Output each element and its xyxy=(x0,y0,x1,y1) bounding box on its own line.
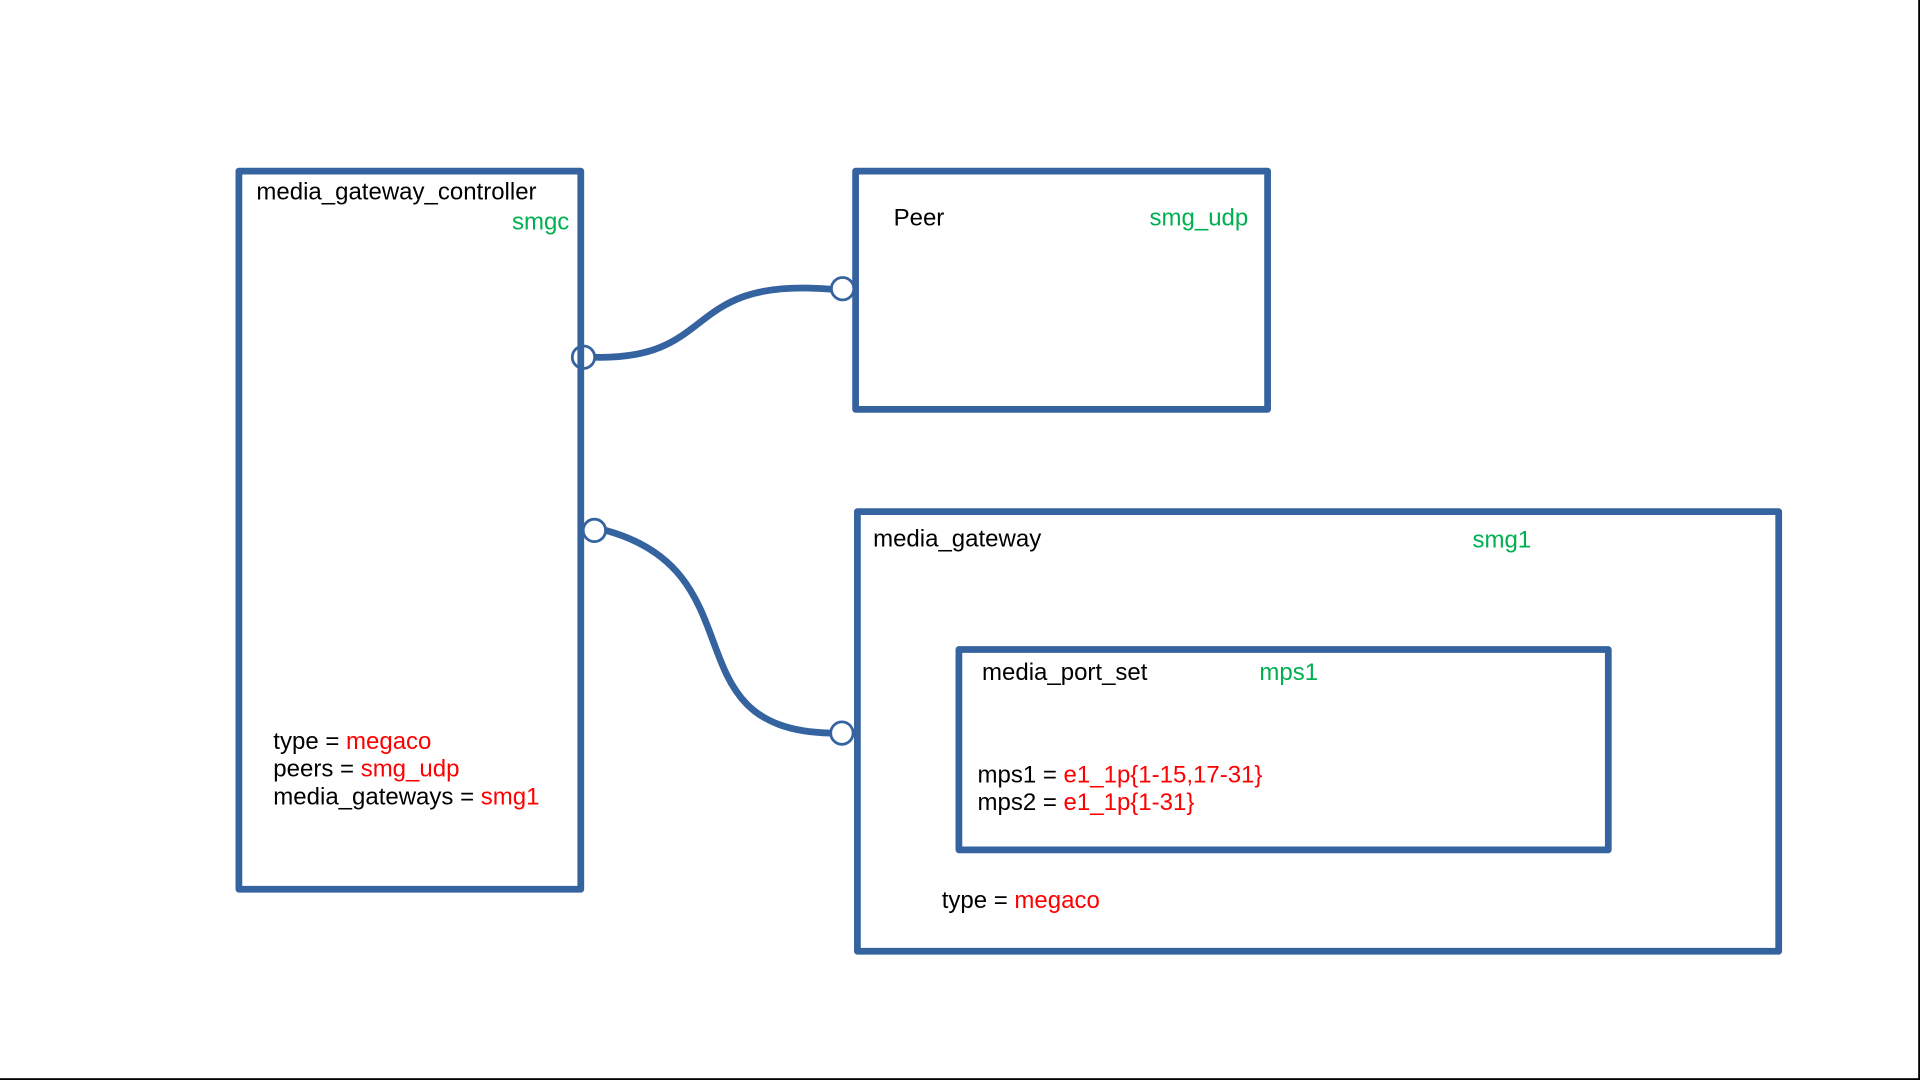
svg-text:peers = smg_udp: peers = smg_udp xyxy=(273,756,459,783)
svg-text:smg_udp: smg_udp xyxy=(1150,204,1249,231)
svg-text:smgc: smgc xyxy=(512,209,569,236)
svg-text:mps1: mps1 xyxy=(1259,659,1318,686)
svg-text:media_port_set: media_port_set xyxy=(982,659,1148,686)
svg-text:Peer: Peer xyxy=(894,205,945,232)
svg-text:mps2 = e1_1p{1-31}: mps2 = e1_1p{1-31} xyxy=(978,789,1195,816)
svg-text:mps1 = e1_1p{1-15,17-31}: mps1 = e1_1p{1-15,17-31} xyxy=(978,762,1263,789)
svg-text:smg1: smg1 xyxy=(1473,526,1532,553)
svg-text:media_gateway_controller: media_gateway_controller xyxy=(256,179,536,206)
svg-text:media_gateways = smg1: media_gateways = smg1 xyxy=(273,783,539,810)
svg-text:type = megaco: type = megaco xyxy=(273,728,431,755)
svg-text:type = megaco: type = megaco xyxy=(942,887,1100,914)
svg-text:media_gateway: media_gateway xyxy=(873,525,1041,552)
